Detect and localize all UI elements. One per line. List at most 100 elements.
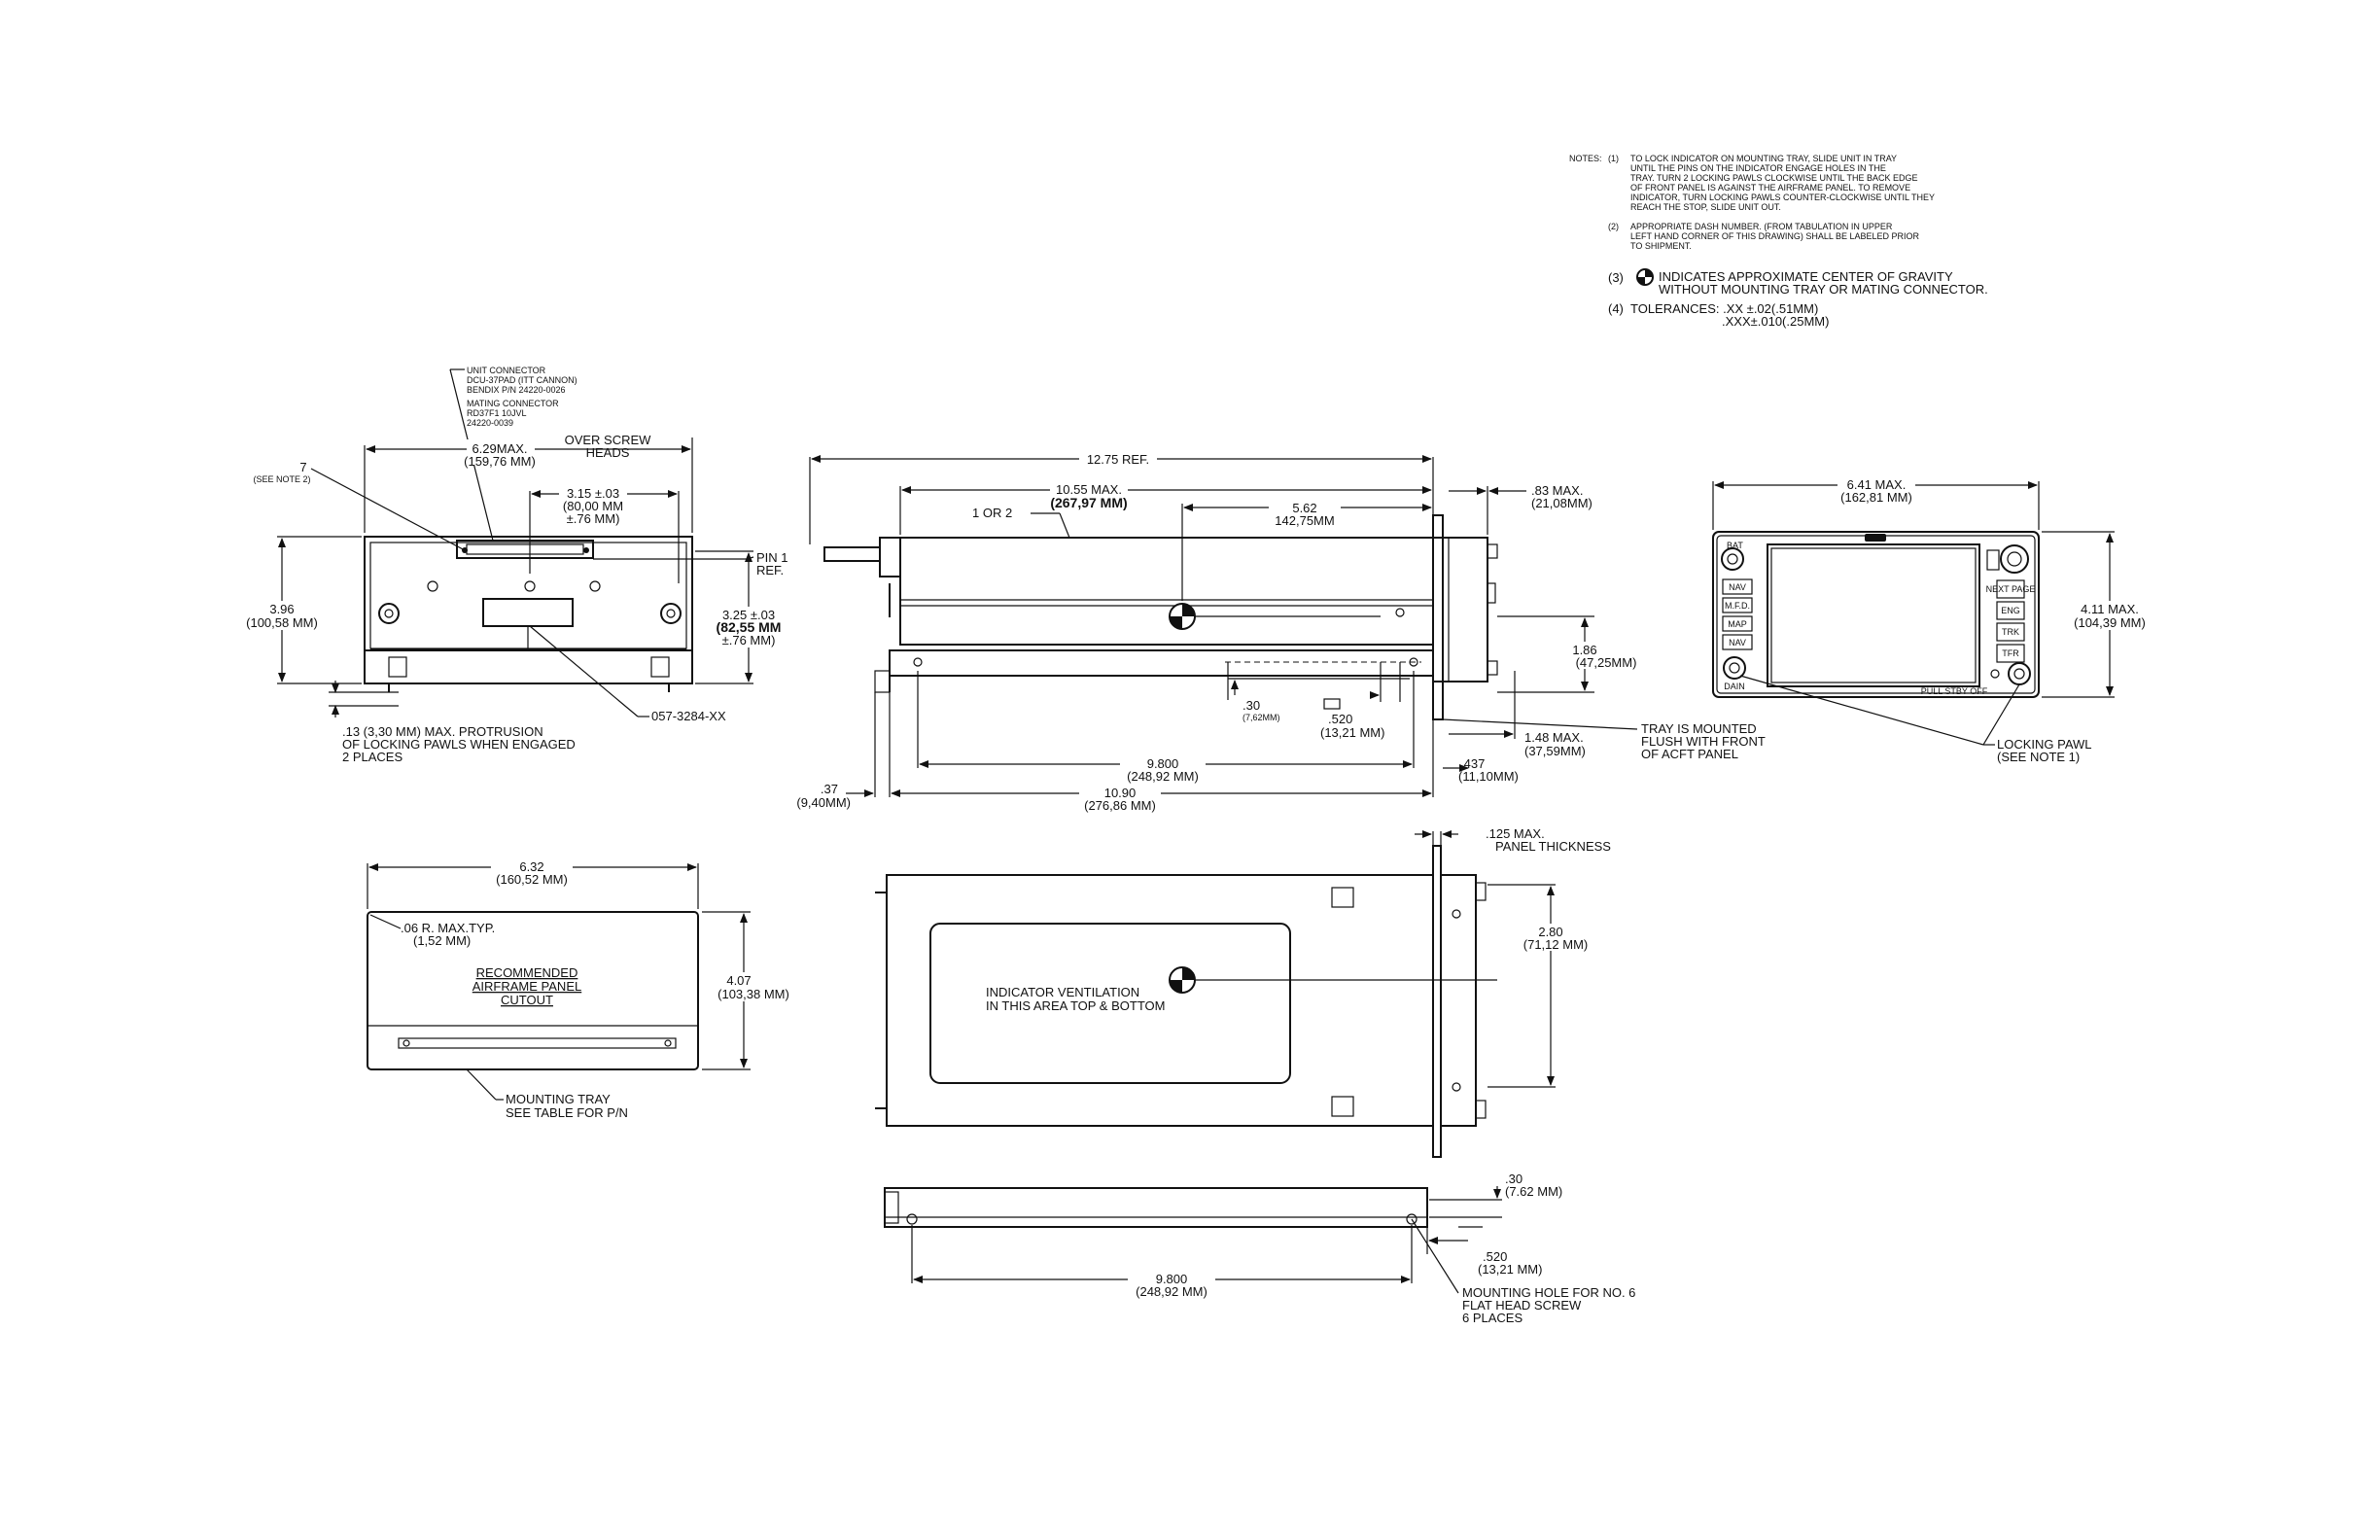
locking-pawl-note: (SEE NOTE 1) xyxy=(1997,750,2080,764)
over-screw-label-1: OVER SCREW xyxy=(565,433,652,447)
connector-label-5: RD37F1 10JVL xyxy=(467,408,527,418)
ventilation-label-1: INDICATOR VENTILATION xyxy=(986,985,1139,999)
see-note-2-label: (SEE NOTE 2) xyxy=(253,474,310,484)
pin-spacing-tol: ±.76 MM) xyxy=(567,511,620,526)
cutout-view: 6.32 (160,52 MM) .06 R. MAX.TYP. (1,52 M… xyxy=(367,858,794,1120)
cg-height-dim: 1.86 xyxy=(1572,643,1596,657)
front-bat-label: BAT xyxy=(1727,541,1743,550)
note-1-line-1: TO LOCK INDICATOR ON MOUNTING TRAY, SLID… xyxy=(1630,154,1897,163)
rear-height2-mm: (82,55 MM xyxy=(717,619,782,635)
front-depth-mm: (37,59MM) xyxy=(1524,744,1586,758)
cutout-radius-mm: (1,52 MM) xyxy=(413,933,471,948)
top-spacing-dim: 2.80 xyxy=(1538,925,1562,939)
front-ext-dim: .437 xyxy=(1460,756,1485,771)
notes-header: NOTES: xyxy=(1569,154,1602,163)
note-1-number: (1) xyxy=(1608,154,1619,163)
front-key-left-2: M.F.D. xyxy=(1725,601,1750,611)
hole-label-2: FLAT HEAD SCREW xyxy=(1462,1298,1582,1312)
front-height-mm: (104,39 MM) xyxy=(2074,615,2146,630)
note-1-line-5: INDICATOR, TURN LOCKING PAWLS COUNTER-CL… xyxy=(1630,192,1935,202)
front-key-right-3: TRK xyxy=(2002,627,2019,637)
front-pull-label: PULL STBY OFF xyxy=(1921,686,1988,696)
tray-pos-mm: (13,21 MM) xyxy=(1478,1262,1542,1277)
flush-label-3: OF ACFT PANEL xyxy=(1641,747,1738,761)
protrusion-label-3: 2 PLACES xyxy=(342,750,402,764)
hole-label-3: 6 PLACES xyxy=(1462,1311,1522,1325)
note-3-line-1: INDICATES APPROXIMATE CENTER OF GRAVITY xyxy=(1659,269,1953,284)
flush-label-2: FLUSH WITH FRONT xyxy=(1641,734,1766,749)
cg-length-mm: 142,75MM xyxy=(1275,513,1334,528)
overall-length-ref: 12.75 REF. xyxy=(1087,452,1149,467)
cutout-radius-dim: .06 R. MAX.TYP. xyxy=(401,921,495,935)
panel-thickness-label: PANEL THICKNESS xyxy=(1495,839,1611,854)
hole-pos-mm: (13,21 MM) xyxy=(1320,725,1384,740)
note-4-number: (4) xyxy=(1608,301,1624,316)
pin1-ref-label: REF. xyxy=(756,563,784,578)
bezel-depth-mm: (21,08MM) xyxy=(1531,496,1592,510)
hole-offset-mm: (7,62MM) xyxy=(1242,713,1280,722)
dash-callout: 1 OR 2 xyxy=(972,506,1012,520)
rear-width-mm: (159,76 MM) xyxy=(464,454,536,469)
cutout-width-dim: 6.32 xyxy=(519,859,543,874)
hole-label-1: MOUNTING HOLE FOR NO. 6 xyxy=(1462,1285,1635,1300)
note-3-line-2: WITHOUT MOUNTING TRAY OR MATING CONNECTO… xyxy=(1659,282,1988,297)
rear-view: UNIT CONNECTOR DCU-37PAD (ITT CANNON) BE… xyxy=(243,366,792,764)
side-length-mm: (267,97 MM) xyxy=(1050,495,1127,510)
note-3-number: (3) xyxy=(1608,270,1624,285)
front-width-mm: (162,81 MM) xyxy=(1840,490,1912,505)
top-spacing-mm: (71,12 MM) xyxy=(1523,937,1588,952)
connector-label-6: 24220-0039 xyxy=(467,418,513,428)
rear-height-dim: 3.96 xyxy=(269,602,294,616)
hole-pos-dim: .520 xyxy=(1328,712,1352,726)
dash-number-label: 7 xyxy=(299,460,306,474)
cutout-title-3: CUTOUT xyxy=(501,993,553,1007)
tray-offset-mm: (7.62 MM) xyxy=(1505,1184,1562,1199)
ventilation-label-2: IN THIS AREA TOP & BOTTOM xyxy=(986,998,1165,1013)
rear-height2-tol: ±.76 MM) xyxy=(722,633,776,648)
side-view: 12.75 REF. 10.55 MAX. (267,97 MM) 5.62 1… xyxy=(796,450,1766,813)
connector-label-1: UNIT CONNECTOR xyxy=(467,366,546,375)
tray-length-dim: 10.90 xyxy=(1104,786,1137,800)
pin-spacing-mm: (80,00 MM xyxy=(563,499,623,513)
note-4-line-1: TOLERANCES: .XX ±.02(.51MM) xyxy=(1630,301,1818,316)
front-width-dim: 6.41 MAX. xyxy=(1847,477,1907,492)
center-of-gravity-icon xyxy=(1169,966,1196,994)
rear-ext-mm: (9,40MM) xyxy=(796,795,851,810)
cg-height-mm: (47,25MM) xyxy=(1576,655,1637,670)
note-4-line-2: .XXX±.010(.25MM) xyxy=(1722,314,1829,329)
note-2-line-2: LEFT HAND CORNER OF THIS DRAWING) SHALL … xyxy=(1630,231,1920,241)
note-2-line-1: APPROPRIATE DASH NUMBER. (FROM TABULATIO… xyxy=(1630,222,1893,231)
rear-height2-dim: 3.25 ±.03 xyxy=(722,608,775,622)
cutout-height-mm: (103,38 MM) xyxy=(718,987,789,1001)
front-depth-dim: 1.48 MAX. xyxy=(1524,730,1584,745)
flush-label-1: TRAY IS MOUNTED xyxy=(1641,721,1757,736)
rear-height-mm: (100,58 MM) xyxy=(246,615,318,630)
front-key-left-4: NAV xyxy=(1729,638,1746,648)
mounting-tray-pn: SEE TABLE FOR P/N xyxy=(506,1105,628,1120)
part-number-label: 057-3284-XX xyxy=(651,709,726,723)
tray-offset-dim: .30 xyxy=(1505,1172,1522,1186)
hole-spacing-dim: 9.800 xyxy=(1147,756,1179,771)
pin-spacing-dim: 3.15 ±.03 xyxy=(567,486,619,501)
note-1-line-3: TRAY. TURN 2 LOCKING PAWLS CLOCKWISE UNT… xyxy=(1630,173,1918,183)
note-1-line-2: UNTIL THE PINS ON THE INDICATOR ENGAGE H… xyxy=(1630,163,1886,173)
top-view: .125 MAX. PANEL THICKNESS INDICATOR VENT… xyxy=(875,826,1611,1158)
tray-spacing-dim: 9.800 xyxy=(1156,1272,1188,1286)
locking-pawl-label: LOCKING PAWL xyxy=(1997,737,2092,752)
tray-spacing-mm: (248,92 MM) xyxy=(1136,1284,1208,1299)
note-2-line-3: TO SHIPMENT. xyxy=(1630,241,1692,251)
cutout-title-1: RECOMMENDED xyxy=(476,965,578,980)
hole-offset-dim: .30 xyxy=(1242,698,1260,713)
cutout-title-2: AIRFRAME PANEL xyxy=(472,979,581,994)
front-view: BAT NAV M.F.D. MAP NAV DAIN NEXT PAGE EN… xyxy=(1712,476,2153,764)
center-of-gravity-icon xyxy=(1636,268,1654,286)
front-dain-label: DAIN xyxy=(1724,682,1745,691)
pin1-label: PIN 1 xyxy=(756,550,788,565)
rear-ext-dim: .37 xyxy=(821,782,838,796)
side-length-dim: 10.55 MAX. xyxy=(1056,482,1122,497)
cutout-width-mm: (160,52 MM) xyxy=(496,872,568,887)
note-1-line-4: OF FRONT PANEL IS AGAINST THE AIRFRAME P… xyxy=(1630,183,1910,192)
tray-view: .30 (7.62 MM) .520 (13,21 MM) 9.800 (248… xyxy=(884,1172,1635,1325)
center-of-gravity-icon xyxy=(1169,603,1196,630)
